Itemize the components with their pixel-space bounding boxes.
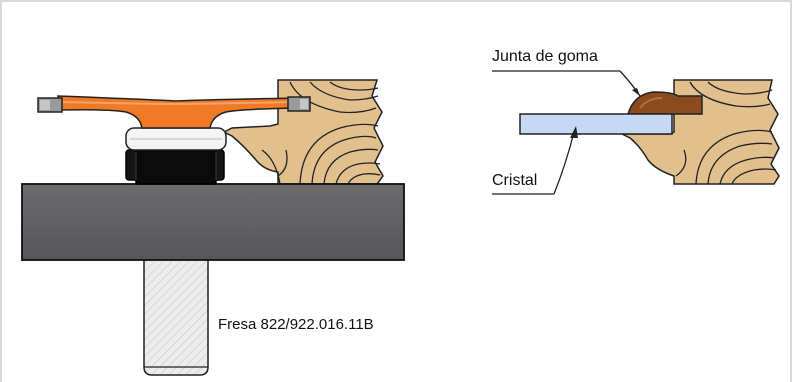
router-table	[21, 183, 405, 261]
glass-leader-line	[492, 126, 578, 195]
router-shank	[143, 257, 209, 376]
glass-label: Cristal	[492, 172, 538, 189]
router-nut	[125, 147, 225, 185]
router-bearing	[125, 127, 227, 151]
cutter-label: Fresa 822/922.016.11B	[218, 316, 374, 333]
wood-workpiece-right	[621, 79, 780, 185]
wood-workpiece-left	[222, 79, 384, 185]
rubber-seal-label: Junta de goma	[492, 48, 598, 65]
seal-leader-line	[492, 70, 641, 97]
router-blade	[57, 95, 301, 129]
glass-pane	[519, 113, 673, 135]
carbide-tip-left	[37, 97, 63, 113]
carbide-tip-right	[287, 96, 311, 112]
rubber-seal	[626, 91, 703, 115]
